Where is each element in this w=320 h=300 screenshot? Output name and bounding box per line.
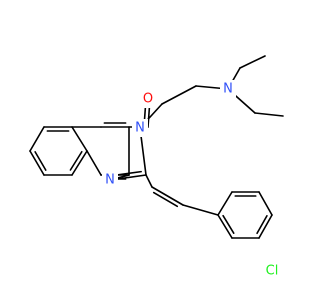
bond-line-2 [71,126,88,152]
bond-line-29 [258,214,273,239]
ring-nitrogen-atom-label: N [135,121,145,136]
atom-label-layer: O N N N Cl [102,80,284,280]
double-bond-line-42 [256,214,268,235]
bond-line-17 [161,85,197,105]
bond-line-22 [254,112,284,117]
double-bond-line-43 [222,214,235,234]
bond-line-3 [71,150,88,176]
bond-layer [29,55,284,239]
bond-line-28 [258,191,273,216]
bond-line-24 [151,186,184,206]
oxygen-atom-label: O [143,92,153,107]
bond-line-31 [217,214,233,239]
imine-nitrogen-atom-label: N [105,173,115,188]
amine-nitrogen-atom-label: N [223,82,233,97]
double-bond-line-39 [112,170,142,177]
bond-line-5 [29,150,45,176]
bond-line-25 [182,204,219,216]
bond-line-20 [239,55,266,69]
double-bond-line-34 [34,151,47,171]
bond-line-23 [145,174,153,188]
chlorine-atom-label: Cl [266,264,279,279]
bond-line-10 [86,150,102,176]
bond-line-0 [29,126,45,152]
double-bond-line-40 [152,191,179,208]
bond-line-26 [217,191,233,216]
double-bond-line-33 [69,150,83,171]
molecule-structure: O N N N Cl [29,55,284,280]
